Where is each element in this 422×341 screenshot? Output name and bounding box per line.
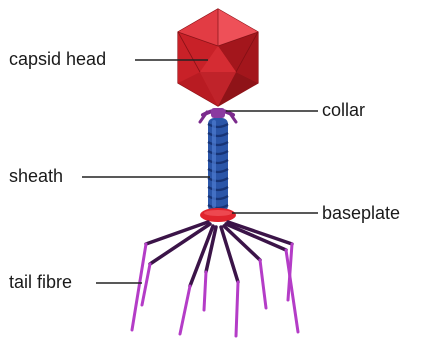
label-baseplate: baseplate [322, 204, 400, 222]
baseplate [200, 208, 236, 222]
label-tail-fibre: tail fibre [9, 273, 72, 291]
tail-fibres [132, 222, 298, 336]
label-collar: collar [322, 101, 365, 119]
label-sheath: sheath [9, 167, 63, 185]
label-capsid-head: capsid head [9, 50, 106, 68]
sheath [208, 118, 228, 212]
capsid-head [178, 9, 258, 106]
